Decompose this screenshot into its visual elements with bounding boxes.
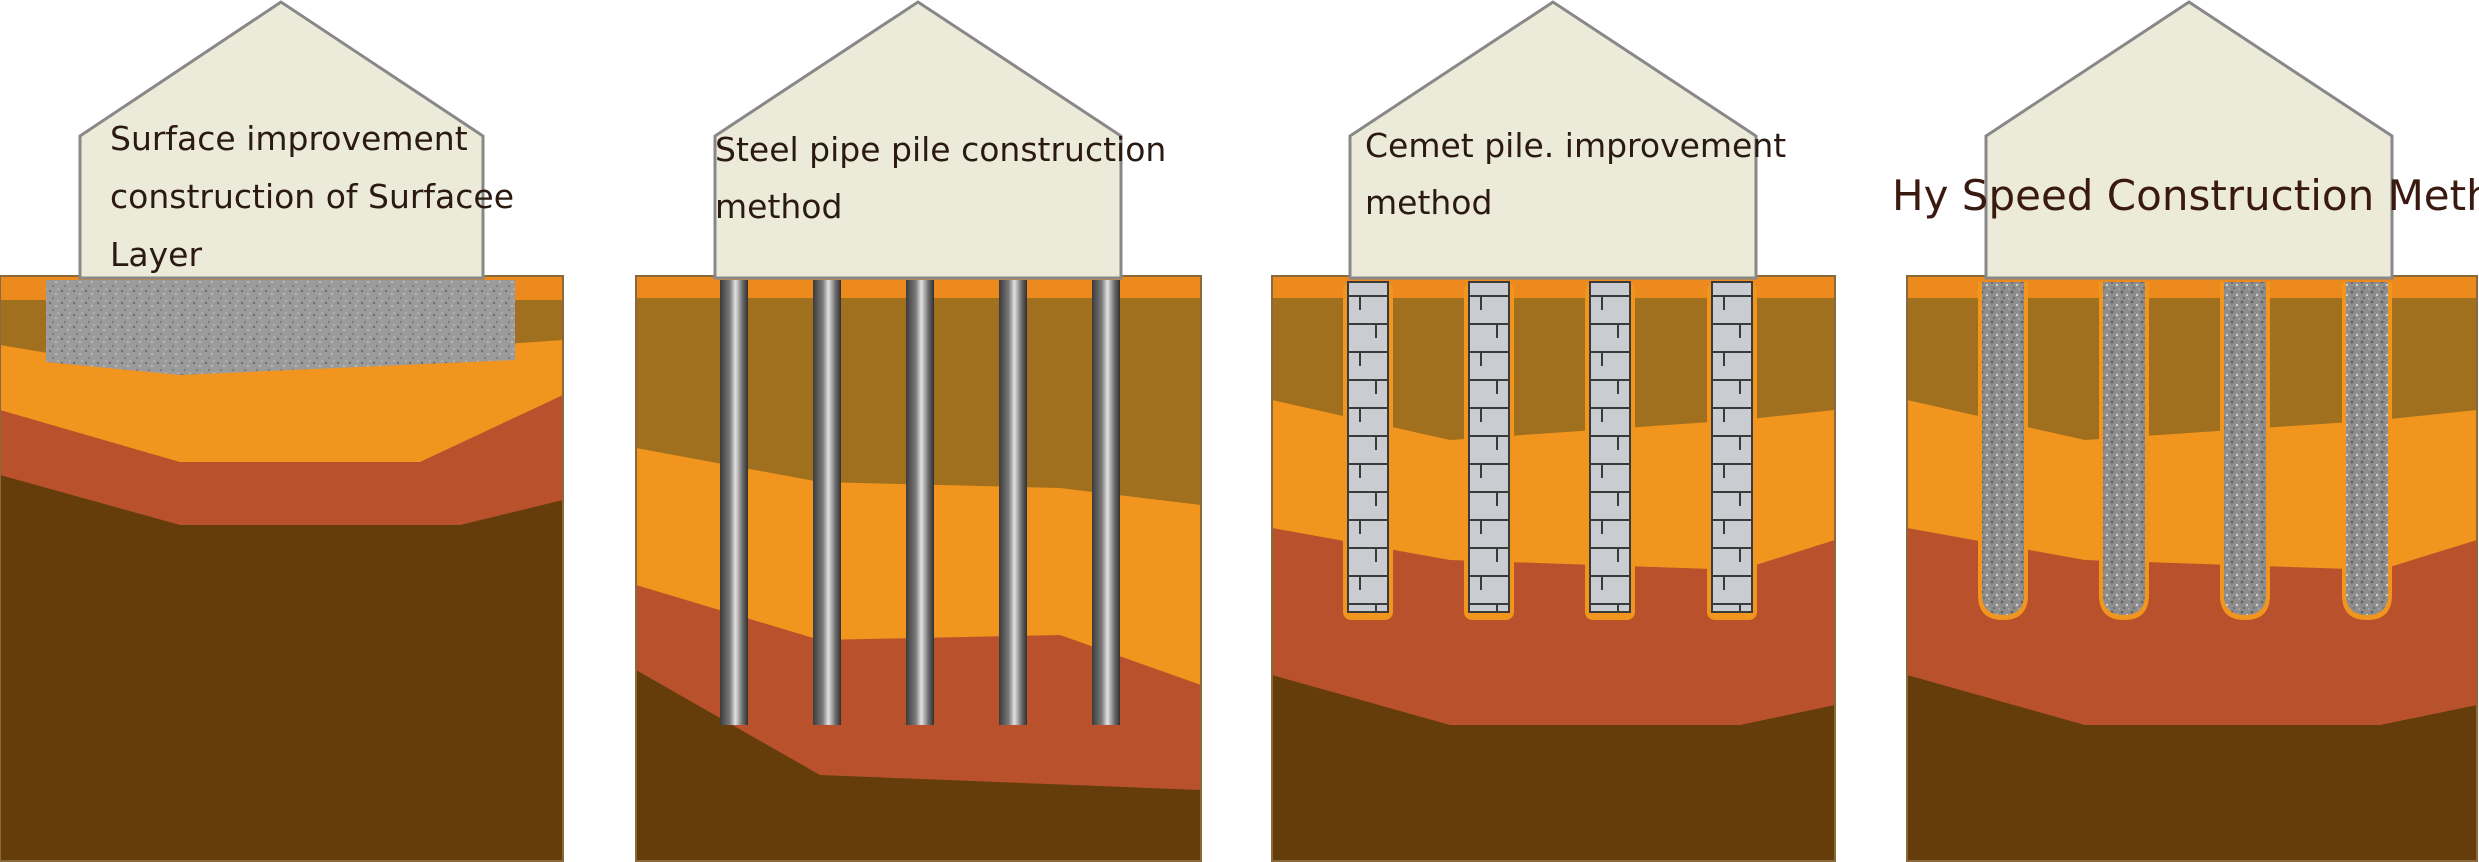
soil-brown-layer bbox=[1907, 276, 2477, 440]
cement-piles bbox=[1343, 281, 1757, 620]
gravel-piles bbox=[1978, 282, 2392, 620]
panel-label: Cemet pile. improvement method bbox=[1365, 126, 1797, 222]
gravel-pile bbox=[2346, 282, 2388, 615]
panel-hy-speed: Hy Speed Construction Method bbox=[1892, 0, 2479, 862]
topsoil-strip bbox=[1907, 276, 2477, 298]
gravel-pile bbox=[1982, 282, 2024, 615]
house-shape bbox=[713, 0, 1123, 280]
panel-cement-pile: Cemet pile. improvement method bbox=[1271, 0, 1836, 862]
soil-block bbox=[1906, 275, 2478, 862]
soil-brown-layer bbox=[1272, 276, 1835, 440]
panel-steel-pipe-pile: Steel pipe pile construction method bbox=[635, 0, 1202, 862]
steel-pipe-pile bbox=[906, 280, 934, 725]
house-shape bbox=[78, 0, 485, 280]
cement-pile bbox=[1347, 281, 1389, 613]
cement-pile bbox=[1468, 281, 1510, 613]
panel-label: Steel pipe pile construction method bbox=[715, 130, 1177, 226]
house-shape bbox=[1348, 0, 1758, 280]
house-shape bbox=[1984, 0, 2394, 280]
gravel-pile bbox=[2103, 282, 2145, 615]
panel-surface-improvement: Surface improvement construction of Surf… bbox=[0, 0, 564, 862]
steel-pipe-pile bbox=[813, 280, 841, 725]
improved-surface-layer bbox=[46, 280, 515, 375]
panel-label: Hy Speed Construction Method bbox=[1892, 171, 2479, 220]
gravel-pile bbox=[2224, 282, 2266, 615]
steel-pipe-pile bbox=[1092, 280, 1120, 725]
cement-pile bbox=[1589, 281, 1631, 613]
cement-pile bbox=[1711, 281, 1753, 613]
steel-pipe-pile bbox=[720, 280, 748, 725]
steel-pipe-pile bbox=[999, 280, 1027, 725]
panel-label: Surface improvement construction of Surf… bbox=[110, 119, 525, 274]
topsoil-strip bbox=[1272, 276, 1835, 298]
steel-pipe-piles bbox=[720, 280, 1120, 725]
